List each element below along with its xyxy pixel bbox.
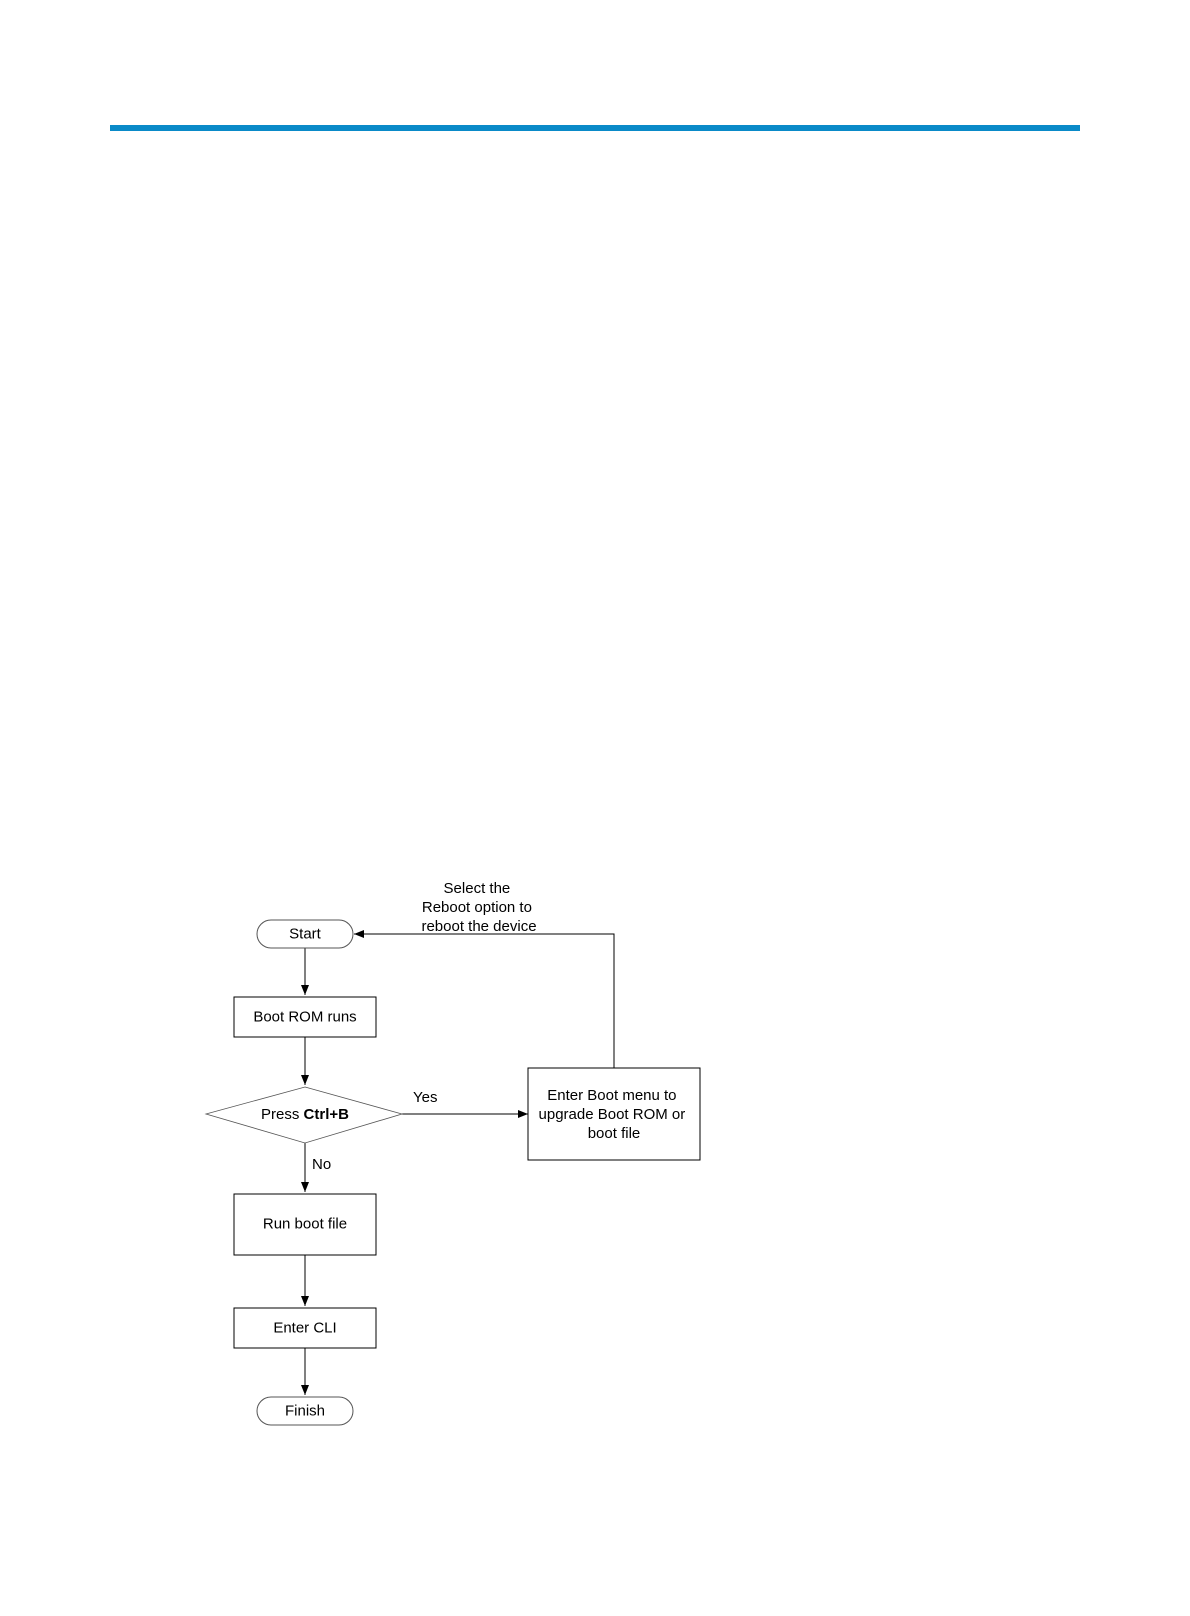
decision-label: Press Ctrl+B bbox=[261, 1106, 349, 1123]
boot-menu-line-1: Enter Boot menu to bbox=[547, 1087, 676, 1104]
yes-label: Yes bbox=[413, 1089, 437, 1106]
decision-prefix: Press bbox=[261, 1106, 304, 1123]
boot-menu-node: Enter Boot menu to upgrade Boot ROM or b… bbox=[528, 1068, 700, 1160]
no-label: No bbox=[312, 1156, 331, 1173]
start-label: Start bbox=[289, 926, 322, 943]
run-boot-file-node: Run boot file bbox=[234, 1194, 376, 1255]
boot-menu-line-2: upgrade Boot ROM or bbox=[539, 1106, 686, 1123]
start-node: Start bbox=[257, 920, 353, 948]
boot-menu-line-3: boot file bbox=[588, 1125, 641, 1142]
run-boot-file-label: Run boot file bbox=[263, 1216, 347, 1233]
reboot-note-line-2: Reboot option to bbox=[422, 899, 532, 916]
reboot-note: Select the Reboot option to reboot the d… bbox=[421, 880, 536, 935]
boot-rom-runs-node: Boot ROM runs bbox=[234, 997, 376, 1037]
edge-reboot-loop bbox=[354, 934, 614, 1068]
finish-label: Finish bbox=[285, 1403, 325, 1420]
boot-rom-runs-label: Boot ROM runs bbox=[253, 1009, 356, 1026]
reboot-note-line-3: reboot the device bbox=[421, 918, 536, 935]
enter-cli-label: Enter CLI bbox=[273, 1320, 336, 1337]
enter-cli-node: Enter CLI bbox=[234, 1308, 376, 1348]
finish-node: Finish bbox=[257, 1397, 353, 1425]
ctrl-b-decision-node: Press Ctrl+B bbox=[206, 1087, 402, 1143]
decision-key: Ctrl+B bbox=[304, 1106, 350, 1123]
reboot-note-line-1: Select the bbox=[444, 880, 511, 897]
